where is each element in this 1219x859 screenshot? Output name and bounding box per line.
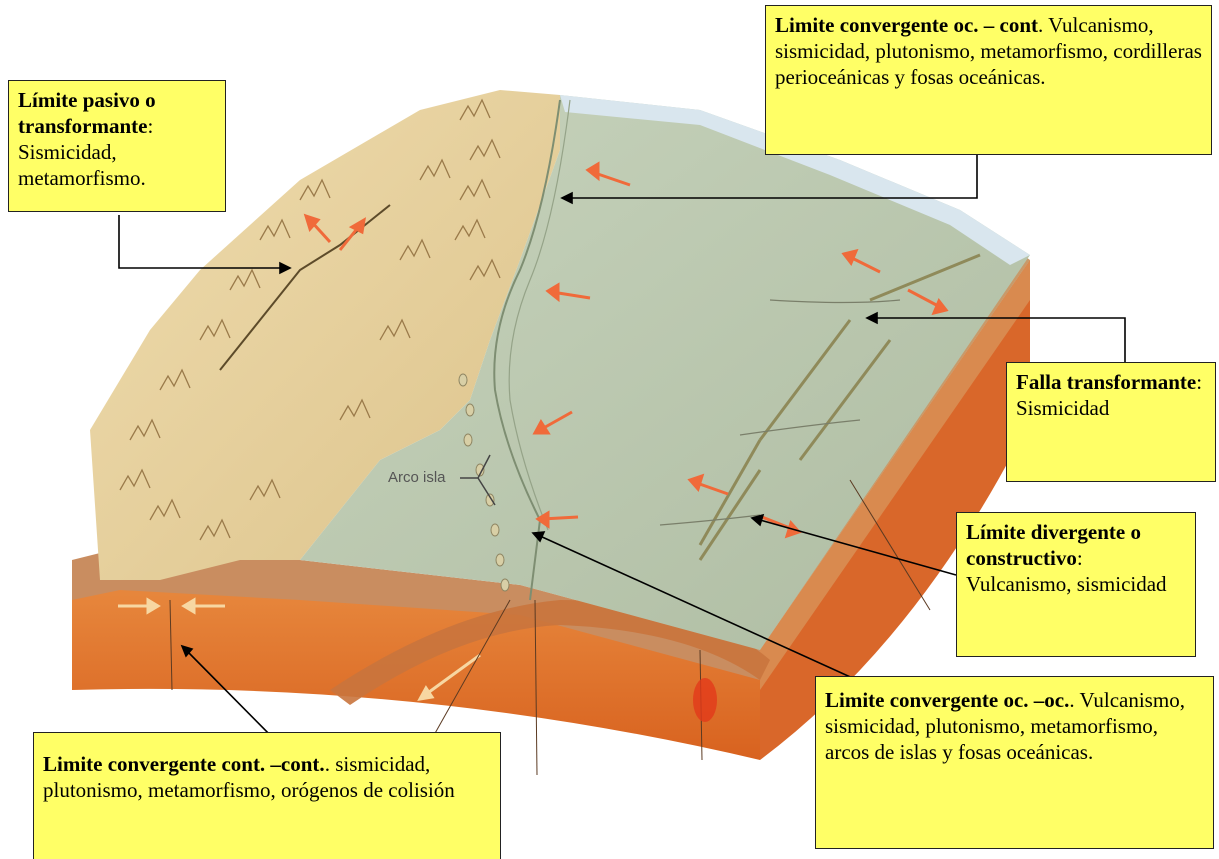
label-limite-divergente-suffix: : xyxy=(1077,546,1083,570)
label-limite-pasivo-title: Límite pasivo o transformante xyxy=(18,88,156,138)
label-falla-transformante-title: Falla transformante xyxy=(1016,370,1196,394)
label-convergente-cont-cont: Limite convergente cont. –cont.. sismici… xyxy=(33,732,501,859)
label-falla-transformante: Falla transformante: Sismicidad xyxy=(1006,362,1216,482)
label-limite-divergente: Límite divergente o constructivo: Vulcan… xyxy=(956,512,1196,657)
arco-isla-label: Arco isla xyxy=(388,469,446,486)
label-limite-pasivo: Límite pasivo o transformante: Sismicida… xyxy=(8,80,226,212)
label-convergente-oc-cont-title: Limite convergente oc. – cont xyxy=(775,13,1038,37)
label-limite-divergente-title: Límite divergente o constructivo xyxy=(966,520,1141,570)
mantle-hotspot xyxy=(693,678,717,722)
label-convergente-oc-cont-suffix: . xyxy=(1038,13,1043,37)
label-falla-transformante-body: Sismicidad xyxy=(1016,396,1109,420)
label-limite-divergente-body: Vulcanismo, sismicidad xyxy=(966,572,1167,596)
label-convergente-cont-cont-title: Limite convergente cont. –cont. xyxy=(43,752,325,776)
label-convergente-oc-oc-suffix: . xyxy=(1069,688,1074,712)
label-falla-transformante-suffix: : xyxy=(1196,370,1202,394)
label-convergente-oc-oc: Limite convergente oc. –oc.. Vulcanismo,… xyxy=(815,676,1214,849)
label-limite-pasivo-body: Sismicidad, metamorfismo. xyxy=(18,140,146,190)
label-convergente-cont-cont-suffix: . xyxy=(325,752,330,776)
label-convergente-oc-cont: Limite convergente oc. – cont. Vulcanism… xyxy=(765,5,1212,155)
label-limite-pasivo-suffix: : xyxy=(147,114,153,138)
label-convergente-oc-oc-title: Limite convergente oc. –oc. xyxy=(825,688,1069,712)
